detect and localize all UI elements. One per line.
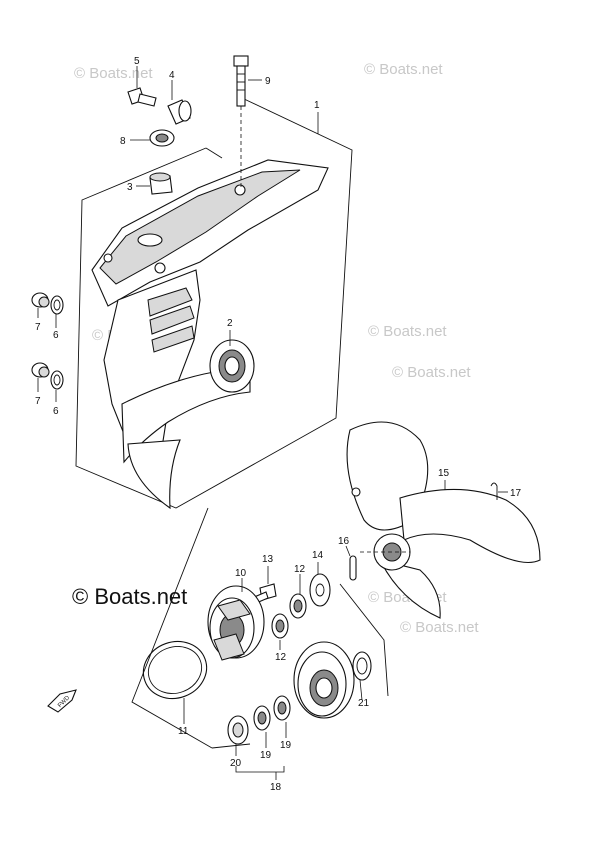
callout-6-lower: 6 bbox=[53, 406, 59, 417]
callout-12-upper: 12 bbox=[294, 564, 306, 575]
callout-10: 10 bbox=[235, 568, 247, 579]
callout-15: 15 bbox=[438, 468, 450, 479]
fwd-arrow-icon: FWD bbox=[47, 689, 77, 713]
washer-6-upper bbox=[50, 295, 64, 315]
callout-20: 20 bbox=[230, 758, 242, 769]
callout-2: 2 bbox=[227, 318, 233, 329]
plug-7-upper bbox=[31, 292, 50, 308]
callout-18: 18 bbox=[270, 782, 282, 793]
seal-12-upper bbox=[289, 593, 307, 619]
callout-8: 8 bbox=[120, 136, 126, 147]
callout-4: 4 bbox=[169, 70, 175, 81]
callout-16: 16 bbox=[338, 536, 350, 547]
cotter-pin-17 bbox=[490, 482, 508, 500]
watermark-mid-right: © Boats.net bbox=[368, 323, 447, 340]
watermark-lower-right-2: © Boats.net bbox=[400, 619, 479, 636]
callout-9: 9 bbox=[265, 76, 271, 87]
spacer-4 bbox=[167, 99, 192, 125]
callout-11: 11 bbox=[178, 726, 189, 737]
leader-lines bbox=[37, 66, 446, 780]
bearing-housing-18 bbox=[293, 641, 355, 719]
shear-pin-16 bbox=[349, 555, 357, 581]
bolt-9 bbox=[233, 55, 249, 188]
plug-7-lower bbox=[31, 362, 50, 378]
callout-5: 5 bbox=[134, 56, 140, 67]
callout-13: 13 bbox=[262, 554, 274, 565]
o-ring-11 bbox=[142, 640, 208, 700]
seal-19-b bbox=[253, 705, 271, 731]
callout-6-upper: 6 bbox=[53, 330, 59, 341]
gear-case-box bbox=[75, 97, 353, 509]
watermark-top-right: © Boats.net bbox=[364, 61, 443, 78]
watermark-top-left: © Boats.net bbox=[74, 65, 153, 82]
bearing-housing-10 bbox=[207, 585, 265, 661]
callout-14: 14 bbox=[312, 550, 324, 561]
callout-19-b: 19 bbox=[280, 740, 292, 751]
watermark-mid-right-2: © Boats.net bbox=[392, 364, 471, 381]
callout-1: 1 bbox=[314, 100, 320, 111]
bushing-3 bbox=[149, 172, 173, 195]
bearing-20 bbox=[227, 715, 249, 745]
callout-21: 21 bbox=[358, 698, 370, 709]
callout-19-a: 19 bbox=[260, 750, 272, 761]
washer-6-lower bbox=[50, 370, 64, 390]
propeller-15 bbox=[346, 421, 541, 619]
bolt-5 bbox=[127, 87, 157, 107]
callout-7-lower: 7 bbox=[35, 396, 41, 407]
callout-labels: 1 2 3 4 5 6 6 7 7 8 9 10 11 12 12 13 14 … bbox=[35, 56, 522, 793]
washer-14 bbox=[309, 573, 331, 607]
callout-3: 3 bbox=[127, 182, 133, 193]
bearing-2 bbox=[209, 339, 255, 393]
seal-8 bbox=[149, 129, 175, 147]
watermark-main: © Boats.net bbox=[72, 584, 187, 609]
callout-17: 17 bbox=[510, 488, 522, 499]
gear-case-housing bbox=[91, 159, 329, 510]
callout-12-lower: 12 bbox=[275, 652, 287, 663]
assembly-outline bbox=[131, 507, 389, 749]
seal-19-a bbox=[273, 695, 291, 721]
callout-7-upper: 7 bbox=[35, 322, 41, 333]
seal-12-lower bbox=[271, 613, 289, 639]
seal-21 bbox=[352, 651, 372, 681]
